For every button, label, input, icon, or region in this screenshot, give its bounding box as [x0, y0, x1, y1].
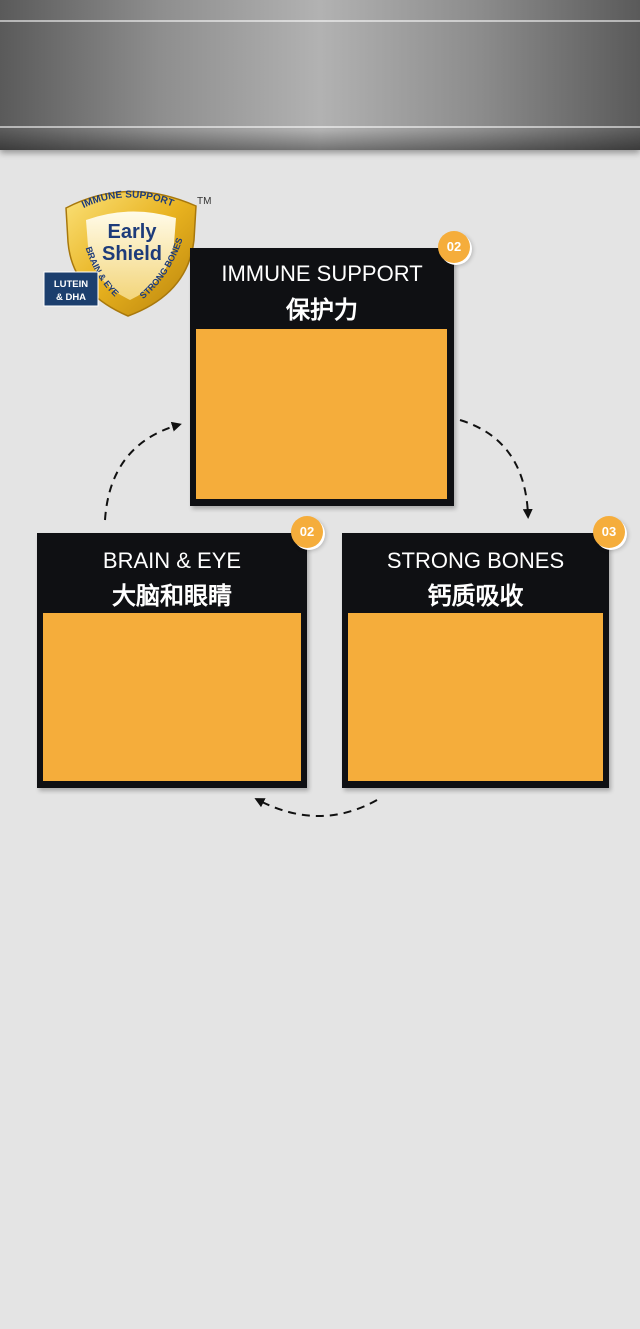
logo-tag-1: LUTEIN [54, 279, 88, 290]
step-badge: 03 [593, 516, 625, 548]
card-immune-support: IMMUNE SUPPORT 保护力 [190, 248, 454, 506]
step-badge: 02 [438, 231, 470, 263]
early-shield-logo: IMMUNE SUPPORT BRAIN & EYE STRONG BONES … [40, 186, 220, 321]
logo-trademark: TM [197, 196, 211, 207]
step-badge: 02 [291, 516, 323, 548]
banner-shadow [0, 130, 640, 150]
dashed-arrow-cw-icon [459, 419, 533, 519]
card-title-en: STRONG BONES [386, 548, 565, 573]
card-title-en: BRAIN & EYE [102, 548, 242, 573]
dashed-arrow-cw-icon [104, 421, 182, 521]
shield-logo-icon: IMMUNE SUPPORT BRAIN & EYE STRONG BONES … [43, 189, 211, 317]
dashed-arrow-cw-icon [254, 798, 378, 817]
banner-highlight-line [0, 126, 640, 128]
card-strong-bones: STRONG BONES 钙质吸收 [342, 533, 609, 788]
logo-tag-2: & DHA [56, 292, 86, 303]
card-title-en: IMMUNE SUPPORT [221, 261, 423, 286]
card-panel [43, 613, 301, 781]
top-banner [0, 0, 640, 150]
banner-highlight-line [0, 20, 640, 22]
card-panel [348, 613, 603, 781]
card-panel [196, 329, 447, 499]
logo-name-2: Shield [102, 243, 162, 265]
card-title-cn: 钙质吸收 [427, 582, 524, 610]
card-title-cn: 保护力 [286, 296, 358, 324]
card-brain-eye: BRAIN & EYE 大脑和眼睛 [37, 533, 307, 788]
card-title-cn: 大脑和眼睛 [112, 582, 232, 610]
logo-name-1: Early [108, 221, 158, 243]
